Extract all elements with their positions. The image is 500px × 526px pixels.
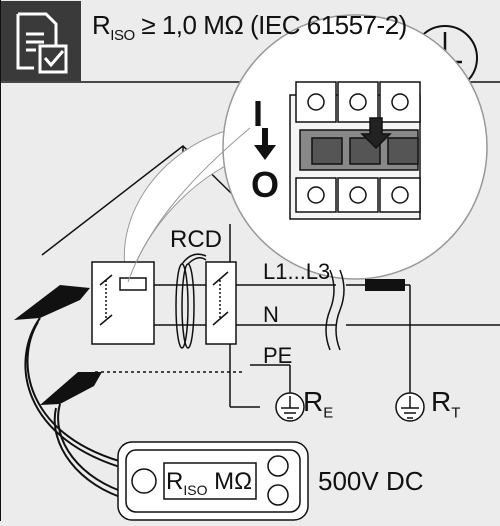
- rcd-label: RCD: [170, 226, 222, 253]
- protective-earth-label: PE: [263, 343, 293, 368]
- switch-on-symbol: I: [253, 93, 264, 134]
- transformer-earth-label: RT: [431, 386, 461, 422]
- load-resistor: [365, 279, 405, 291]
- switch-off-arrow: [254, 128, 276, 160]
- rcd-device: [175, 253, 237, 349]
- circuit-breaker-image: [289, 81, 421, 220]
- line-label: L1...L3: [263, 259, 331, 284]
- conductors: [95, 269, 500, 398]
- insulation-meter: [117, 441, 309, 521]
- ground-re-icon: [275, 392, 305, 422]
- main-switch: [91, 261, 155, 345]
- earth-resistance-label: RE: [303, 386, 334, 422]
- test-voltage-label: 500V DC: [318, 466, 424, 496]
- neutral-label: N: [263, 302, 279, 327]
- test-probe-1: [14, 285, 131, 471]
- meter-display: RISO MΩ: [166, 468, 253, 498]
- document-check-icon: [1, 1, 81, 81]
- measurement-title: RISO ≥ 1,0 MΩ (IEC 61557-2): [92, 10, 407, 45]
- switch-off-symbol: O: [251, 164, 280, 205]
- ground-rt-icon: [395, 392, 425, 422]
- test-probe-2: [40, 372, 131, 501]
